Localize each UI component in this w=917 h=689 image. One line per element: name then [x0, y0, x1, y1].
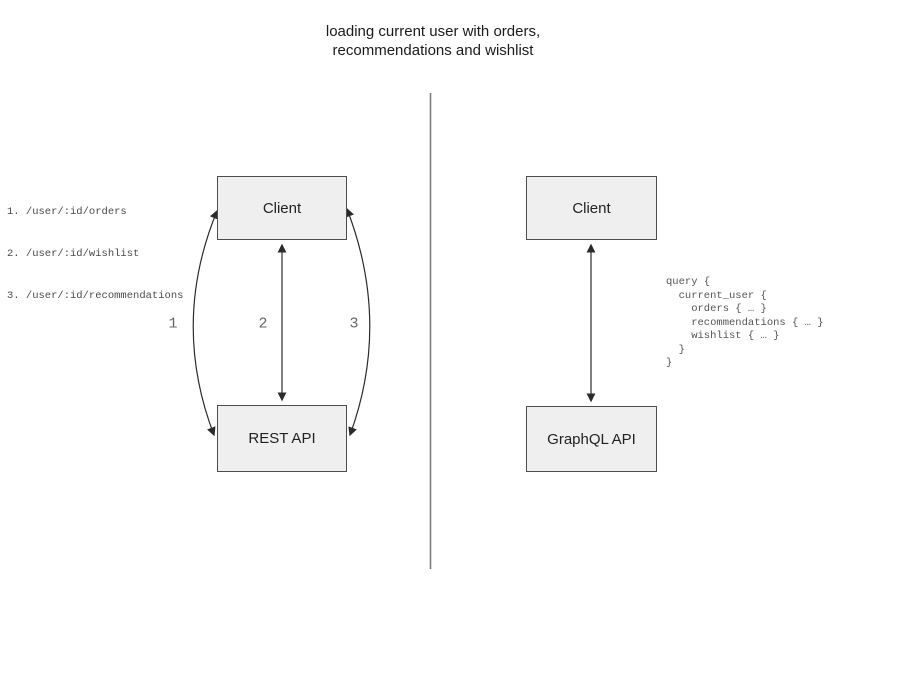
arrow-label-3: 3 [349, 315, 359, 333]
graphql-query-code: query { current_user { orders { … } reco… [666, 276, 824, 369]
diagram-title: loading current user with orders, recomm… [325, 23, 541, 59]
arrow-label-1: 1 [168, 315, 178, 333]
arrow-label-2: 2 [258, 315, 268, 333]
graphql-client-label: Client [572, 199, 611, 217]
graphql-client-box: Client [526, 176, 657, 240]
endpoint-item-wishlist: 2. /user/:id/wishlist [7, 248, 140, 260]
rest-endpoint-list: 1. /user/:id/orders 2. /user/:id/wishlis… [7, 177, 183, 331]
rest-arrow-1 [192, 209, 219, 437]
endpoint-item-orders: 1. /user/:id/orders [7, 206, 127, 218]
endpoint-item-recommendations: 3. /user/:id/recommendations [7, 290, 184, 302]
rest-client-label: Client [262, 199, 302, 217]
graphql-api-box: GraphQL API [526, 406, 657, 472]
graphql-api-label: GraphQL API [547, 430, 636, 448]
rest-client-box: Client [217, 176, 347, 240]
rest-api-label: REST API [248, 430, 316, 447]
rest-api-box: REST API [217, 405, 347, 472]
